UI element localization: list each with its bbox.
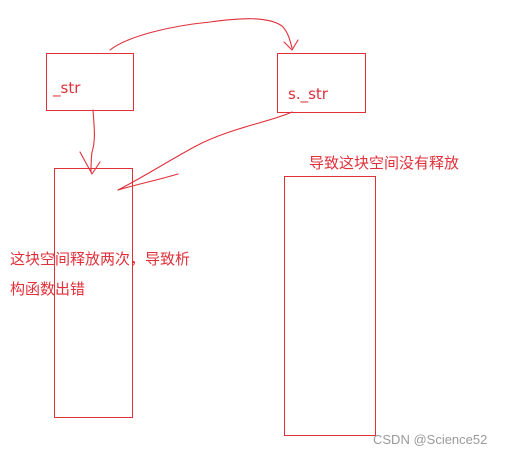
pointer-label-str: _str <box>53 79 81 97</box>
note-double-free: 这块空间释放两次，导致析构函数出错 <box>10 250 191 298</box>
s-str-to-block-arrow <box>117 111 293 191</box>
str-to-block-arrowhead <box>79 151 101 175</box>
copy-arrowhead <box>283 39 299 51</box>
pointer-box-s-str: s._str <box>277 53 366 113</box>
memory-block-leaked <box>284 176 376 436</box>
s-str-to-block-arrowhead <box>117 173 179 191</box>
memory-block-shared <box>54 168 133 418</box>
copy-arrow <box>109 18 293 51</box>
note-leak: 导致这块空间没有释放 <box>309 154 460 172</box>
pointer-box-str: _str <box>46 53 134 111</box>
watermark: CSDN @Science52 <box>373 432 488 447</box>
pointer-label-s-str: s._str <box>288 85 328 103</box>
str-to-block-arrow <box>90 109 95 173</box>
